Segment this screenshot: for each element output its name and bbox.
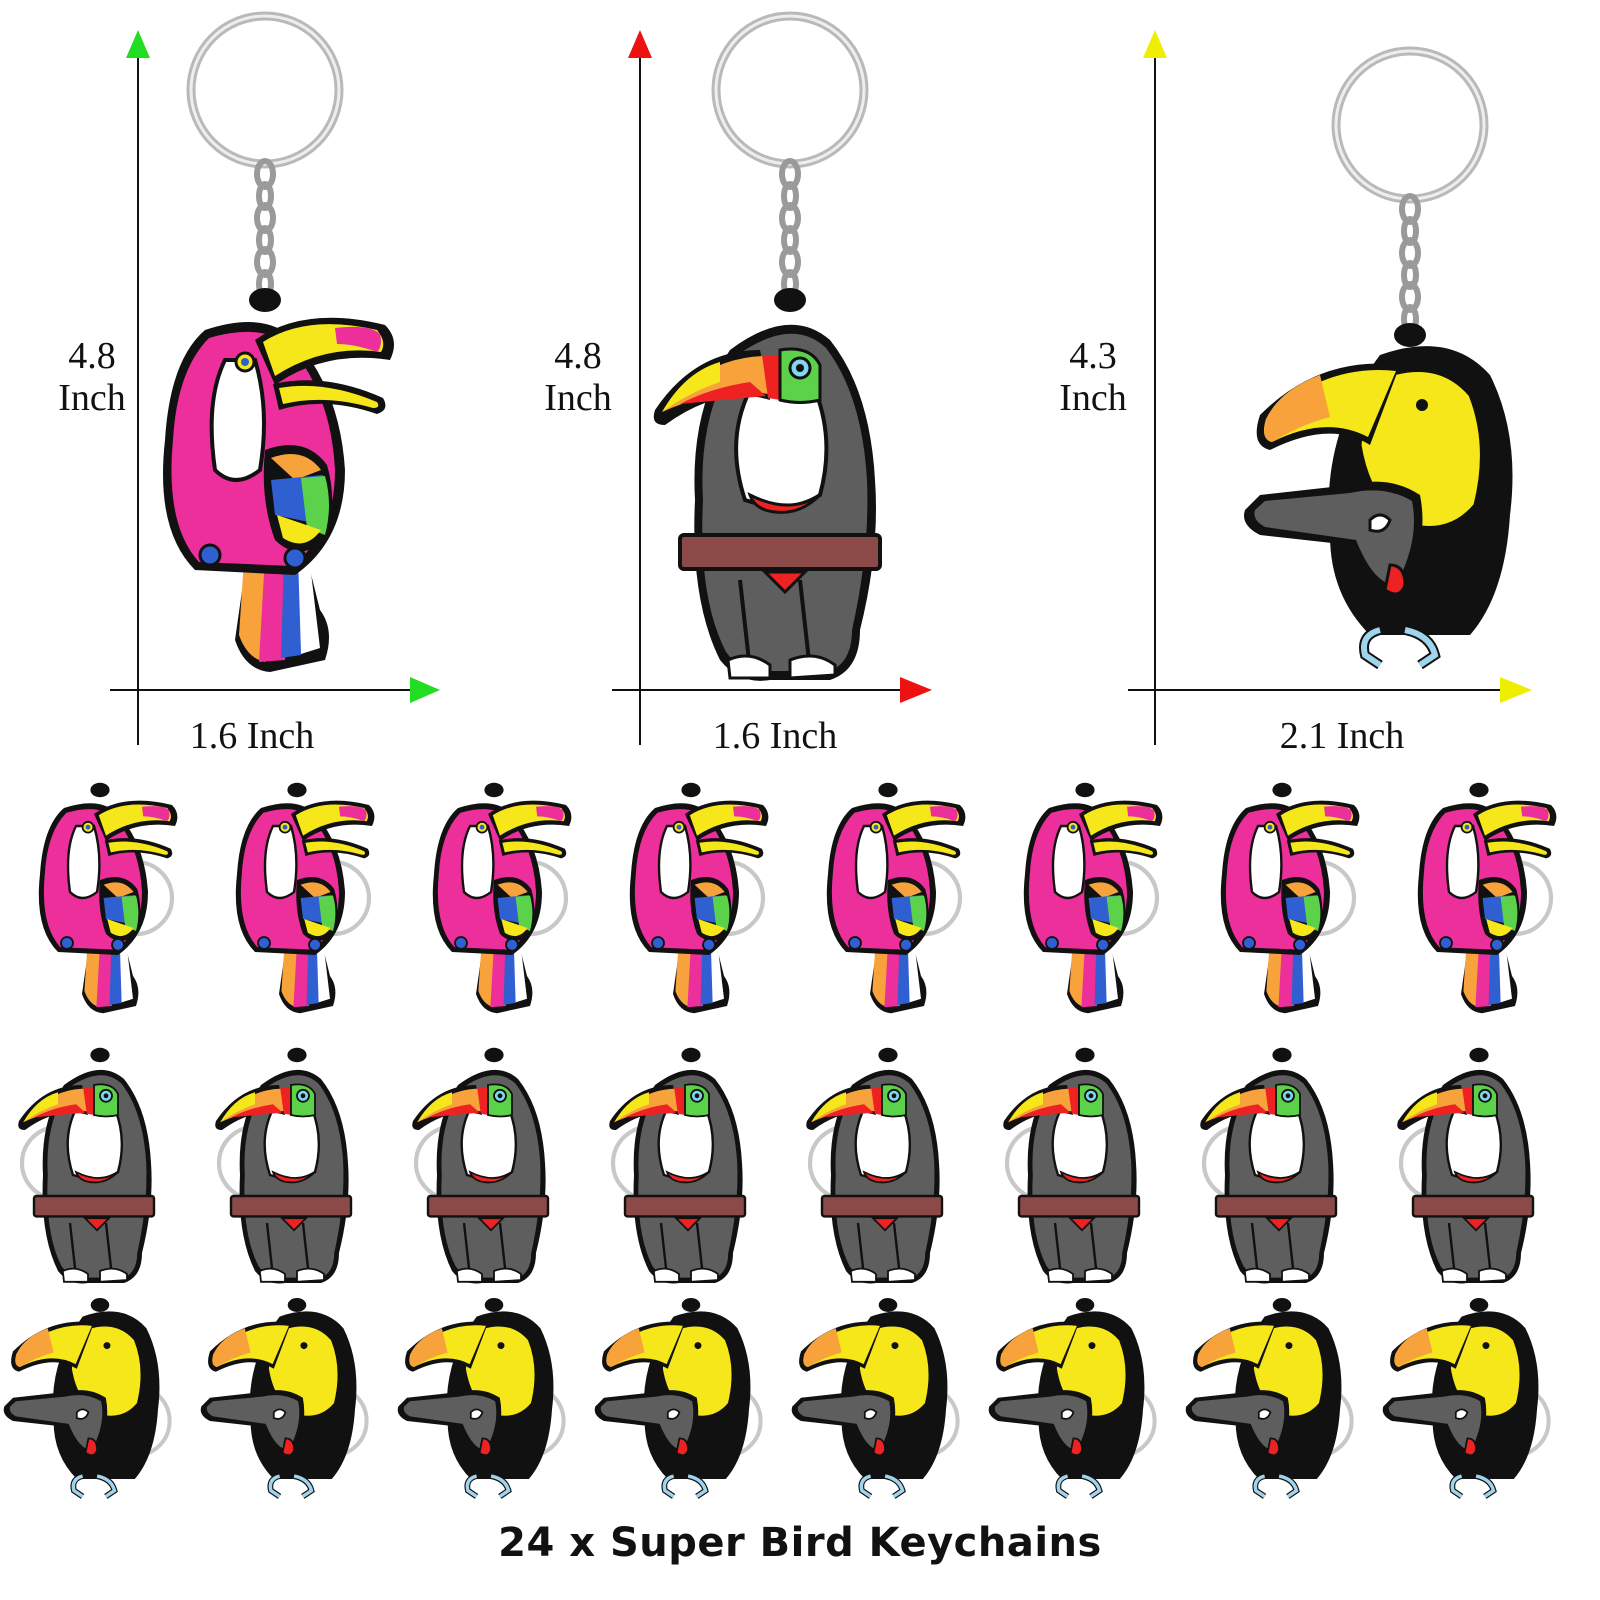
width-label: 2.1 Inch: [1280, 715, 1405, 757]
width-arrow-icon: [1500, 677, 1532, 703]
grey-toucan-keychain: [1199, 1046, 1338, 1285]
grey-toucan-keychain: [1002, 1046, 1141, 1285]
black-toucan-keychain: [989, 1298, 1157, 1496]
grey-toucan-keychain: [1396, 1046, 1535, 1285]
grey-toucan-keychain: [651, 286, 882, 683]
pink-toucan-figure: [37, 781, 179, 1015]
black-toucan-figure: [989, 1298, 1145, 1496]
grey-toucan-keychain: [608, 1046, 747, 1285]
black-toucan-figure: [792, 1298, 948, 1496]
pink-toucan-keychain: [1022, 781, 1164, 1015]
height-arrow-icon: [1143, 30, 1167, 58]
dimension-panel-black: 4.3 Inch 2.1 Inch: [1059, 30, 1532, 757]
pink-toucan-keychain: [1416, 781, 1558, 1015]
black-toucan-keychain: [792, 1298, 960, 1496]
grey-toucan-figure: [214, 1046, 353, 1285]
grey-toucan-figure: [1199, 1046, 1338, 1285]
pink-toucan-figure: [825, 781, 967, 1015]
pink-toucan-figure: [628, 781, 770, 1015]
grey-toucan-figure: [1002, 1046, 1141, 1285]
pink-toucan-keychain: [825, 781, 967, 1015]
black-toucan-figure: [4, 1298, 160, 1496]
pink-toucan-keychain: [234, 781, 376, 1015]
grey-toucan-keychain: [17, 1046, 156, 1285]
height-value: 4.3: [1069, 335, 1117, 377]
black-toucan-keychain: [1186, 1298, 1354, 1496]
height-arrow-icon: [126, 30, 150, 58]
black-toucan-figure: [1186, 1298, 1342, 1496]
pink-toucan-keychain: [161, 286, 396, 674]
pink-toucan-keychain: [431, 781, 573, 1015]
grey-toucan-figure: [17, 1046, 156, 1285]
grey-toucan-figure: [411, 1046, 550, 1285]
black-toucan-figure: [595, 1298, 751, 1496]
grey-toucan-figure: [608, 1046, 747, 1285]
pink-toucan-figure: [1022, 781, 1164, 1015]
height-unit: Inch: [58, 377, 126, 419]
pink-toucan-figure: [431, 781, 573, 1015]
height-unit: Inch: [1059, 377, 1127, 419]
pink-toucan-keychain: [1219, 781, 1361, 1015]
width-arrow-icon: [900, 677, 932, 703]
width-arrow-icon: [410, 677, 440, 703]
dimension-panel-grey: 4.8 Inch 1.6 Inch: [544, 16, 932, 757]
grey-toucan-figure: [805, 1046, 944, 1285]
pink-toucan-keychain: [628, 781, 770, 1015]
width-label: 1.6 Inch: [190, 715, 315, 757]
pink-toucan-figure: [1416, 781, 1558, 1015]
keychain-grid: [4, 781, 1558, 1497]
black-toucan-figure: [201, 1298, 357, 1496]
grey-toucan-keychain: [805, 1046, 944, 1285]
black-toucan-keychain: [1383, 1298, 1551, 1496]
black-toucan-keychain: [4, 1298, 172, 1496]
black-toucan-figure: [398, 1298, 554, 1496]
black-toucan-keychain: [1244, 323, 1513, 665]
height-value: 4.8: [554, 335, 602, 377]
black-toucan-figure: [1383, 1298, 1539, 1496]
black-toucan-keychain: [595, 1298, 763, 1496]
height-unit: Inch: [544, 377, 612, 419]
black-toucan-keychain: [398, 1298, 566, 1496]
pink-toucan-figure: [1219, 781, 1361, 1015]
grey-toucan-keychain: [214, 1046, 353, 1285]
product-caption: 24 x Super Bird Keychains: [498, 1520, 1102, 1566]
width-label: 1.6 Inch: [713, 715, 838, 757]
black-toucan-keychain: [201, 1298, 369, 1496]
dimension-panel-pink: 4.8 Inch 1.6 Inch: [58, 16, 440, 757]
pink-toucan-figure: [234, 781, 376, 1015]
grey-toucan-keychain: [411, 1046, 550, 1285]
grey-toucan-figure: [1396, 1046, 1535, 1285]
height-value: 4.8: [68, 335, 116, 377]
height-arrow-icon: [628, 30, 652, 58]
pink-toucan-keychain: [37, 781, 179, 1015]
